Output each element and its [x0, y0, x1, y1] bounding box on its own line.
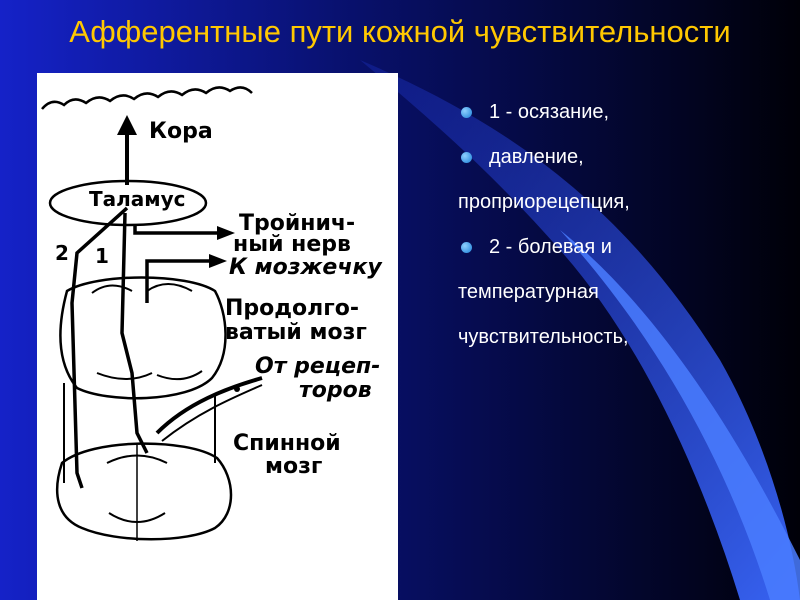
label-medulla-1: Продолго-: [225, 296, 359, 321]
bullet-text: чувствительность,: [458, 326, 629, 348]
bullet-text: температурная: [458, 281, 599, 303]
trigeminal-arrow: [133, 225, 222, 235]
pathways-drawing: Кора Таламус Тройнич- ный нерв К мозжечк…: [41, 86, 383, 541]
label-spinal-2: мозг: [265, 454, 322, 479]
arrow-to-cortex-head: [117, 115, 137, 135]
medulla-outline: [59, 276, 227, 400]
bullet-item: 1 - осязание,: [458, 96, 788, 141]
receptor-input: [155, 376, 263, 435]
bullet-continuation: проприорецепция,: [458, 186, 788, 231]
afferent-pathways-diagram: Кора Таламус Тройнич- ный нерв К мозжечк…: [37, 73, 398, 600]
bullet-text: 1 - осязание,: [489, 101, 610, 123]
bullet-text: давление,: [489, 146, 584, 168]
label-receptors-1: От рецеп-: [255, 354, 380, 379]
label-medulla-2: ватый мозг: [225, 320, 367, 345]
bullet-dot-icon: [461, 152, 472, 163]
bullet-continuation: температурная: [458, 276, 788, 321]
bullet-dot-icon: [461, 107, 472, 118]
thalamus-ellipse: [48, 179, 208, 227]
label-cortex: Кора: [149, 119, 213, 144]
label-spinal-1: Спинной: [233, 431, 341, 456]
slide-title: Афферентные пути кожной чувствительности: [69, 14, 731, 49]
spinal-outline: [55, 442, 233, 541]
pathway-2: [70, 206, 129, 489]
cortex-outline: [41, 86, 253, 110]
bullet-text: проприорецепция,: [458, 191, 630, 213]
cerebellum-arrow: [145, 259, 212, 303]
pathway-1: [120, 212, 149, 454]
bullet-dot-icon: [461, 242, 472, 253]
label-thalamus: Таламус: [89, 187, 186, 211]
bullet-item: давление,: [458, 141, 788, 186]
label-receptors-2: торов: [299, 378, 372, 403]
label-path-2: 2: [55, 241, 69, 265]
label-path-1: 1: [95, 244, 109, 268]
bullet-text: 2 - болевая и: [489, 236, 612, 258]
bullet-item: 2 - болевая и: [458, 231, 788, 276]
label-cerebellum: К мозжечку: [229, 255, 383, 280]
label-trigeminal-1: Тройнич-: [239, 211, 355, 236]
bullet-list: 1 - осязание, давление, проприорецепция,…: [458, 96, 788, 366]
bullet-continuation: чувствительность,: [458, 321, 788, 366]
label-trigeminal-2: ный нерв: [233, 232, 351, 257]
